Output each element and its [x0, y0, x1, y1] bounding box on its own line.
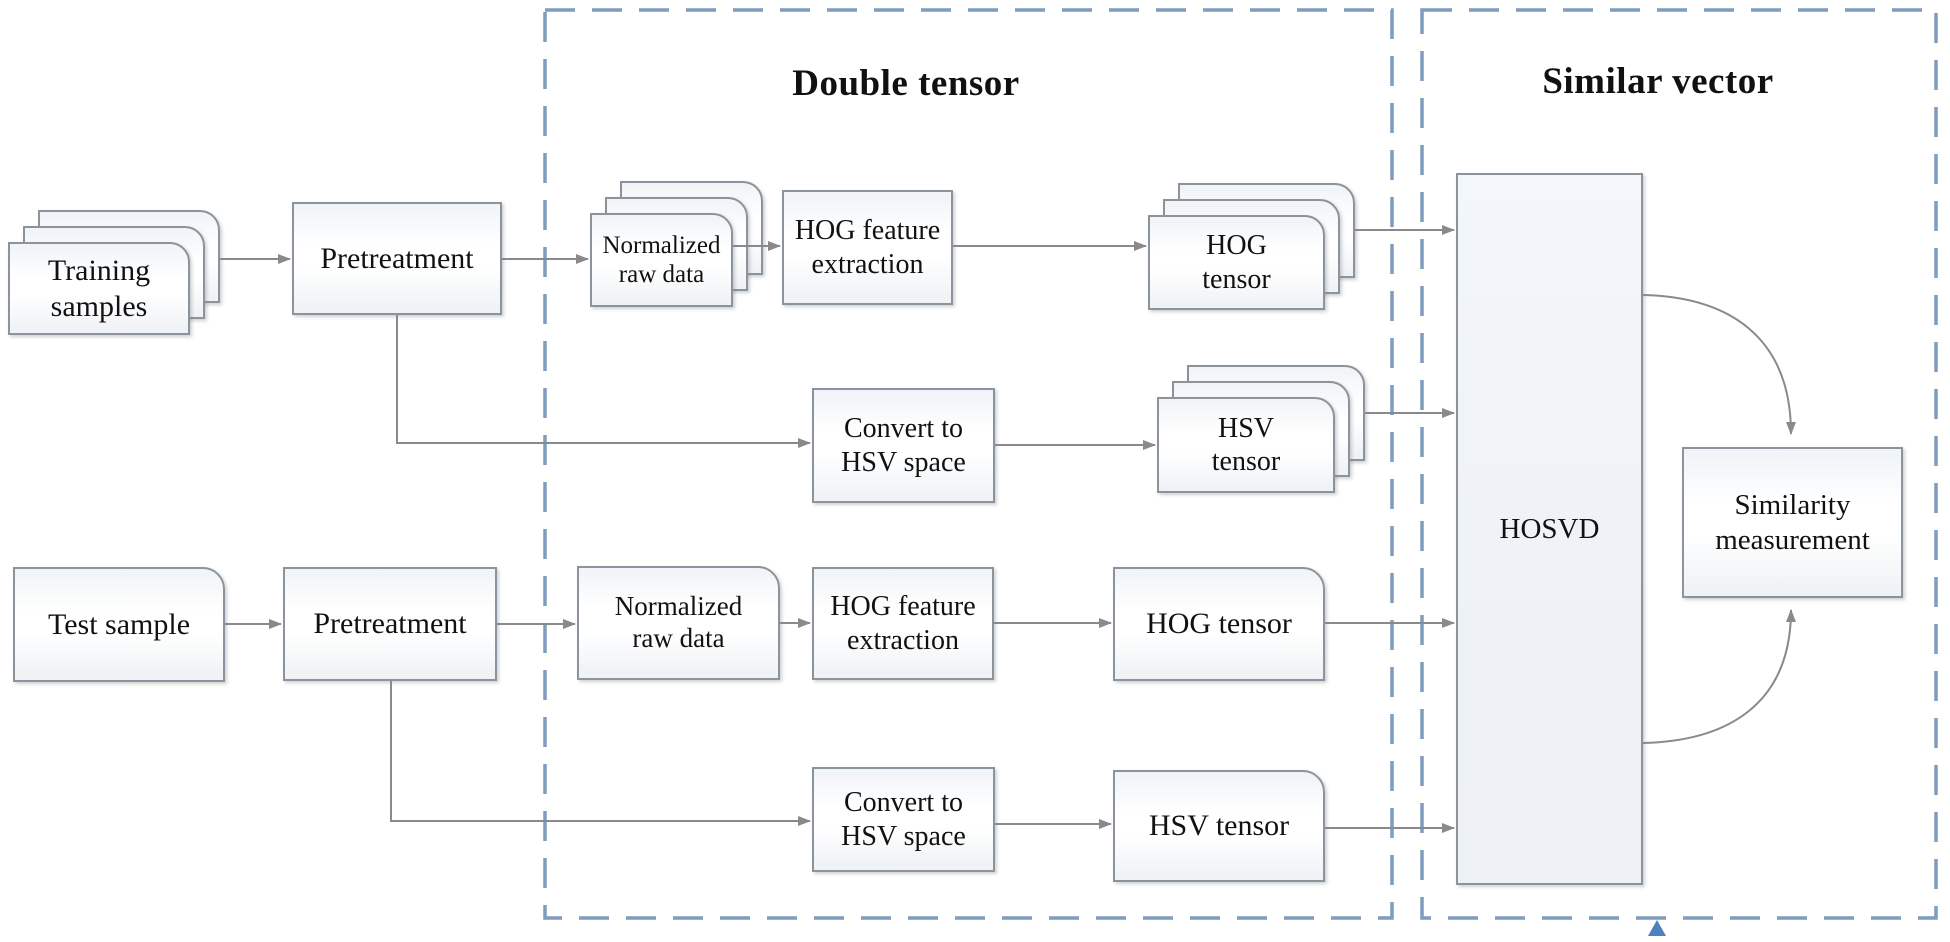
convert-hsv-train-label: Convert to HSV space: [841, 413, 966, 478]
convert-hsv-test-label: Convert to HSV space: [841, 787, 966, 852]
arrow-pretreatment-train-to-convert: [396, 315, 811, 448]
curve-hosvd-to-similarity-bottom: [1642, 609, 1796, 744]
arrow-pretreatment-test-to-convert: [390, 681, 811, 826]
hog-feature-test-node: HOG feature extraction: [812, 567, 994, 680]
similarity-measurement-node: Similarity measurement: [1682, 447, 1903, 598]
hosvd-node: HOSVD: [1456, 173, 1643, 885]
hosvd-label: HOSVD: [1499, 512, 1600, 545]
bottom-triangle-marker: [1648, 920, 1666, 936]
hog-tensor-train-label: HOG tensor: [1202, 230, 1271, 295]
convert-hsv-train-node: Convert to HSV space: [812, 388, 995, 503]
normalized-train-node: Normalized raw data: [590, 213, 733, 307]
hog-feature-train-node: HOG feature extraction: [782, 190, 953, 305]
normalized-test-label: Normalized raw data: [614, 591, 743, 653]
hog-tensor-test-node: HOG tensor: [1113, 567, 1325, 681]
hog-feature-train-label: HOG feature extraction: [794, 215, 941, 280]
convert-hsv-test-node: Convert to HSV space: [812, 767, 995, 872]
curve-hosvd-to-similarity-top: [1642, 294, 1796, 435]
pretreatment-test-label: Pretreatment: [313, 607, 467, 641]
pretreatment-train-node: Pretreatment: [292, 202, 502, 315]
hsv-tensor-train-node: HSV tensor: [1157, 397, 1335, 493]
hsv-tensor-train-label: HSV tensor: [1211, 412, 1281, 477]
normalized-train-label: Normalized raw data: [602, 231, 721, 289]
hog-tensor-train-node: HOG tensor: [1148, 215, 1325, 310]
test-sample-label: Test sample: [47, 607, 191, 641]
hog-tensor-test-label: HOG tensor: [1146, 607, 1292, 641]
hsv-tensor-test-node: HSV tensor: [1113, 770, 1325, 882]
training-samples-node: Training samples: [8, 242, 190, 335]
similar-vector-title: Similar vector: [1542, 61, 1774, 102]
similarity-measurement-label: Similarity measurement: [1715, 489, 1870, 556]
training-samples-label: Training samples: [47, 254, 151, 323]
hog-feature-test-label: HOG feature extraction: [830, 591, 976, 656]
pretreatment-train-label: Pretreatment: [320, 241, 474, 275]
hsv-tensor-test-label: HSV tensor: [1148, 809, 1290, 843]
normalized-test-node: Normalized raw data: [577, 566, 780, 680]
pretreatment-test-node: Pretreatment: [283, 567, 497, 681]
test-sample-node: Test sample: [13, 567, 225, 682]
double-tensor-title: Double tensor: [792, 63, 1020, 104]
